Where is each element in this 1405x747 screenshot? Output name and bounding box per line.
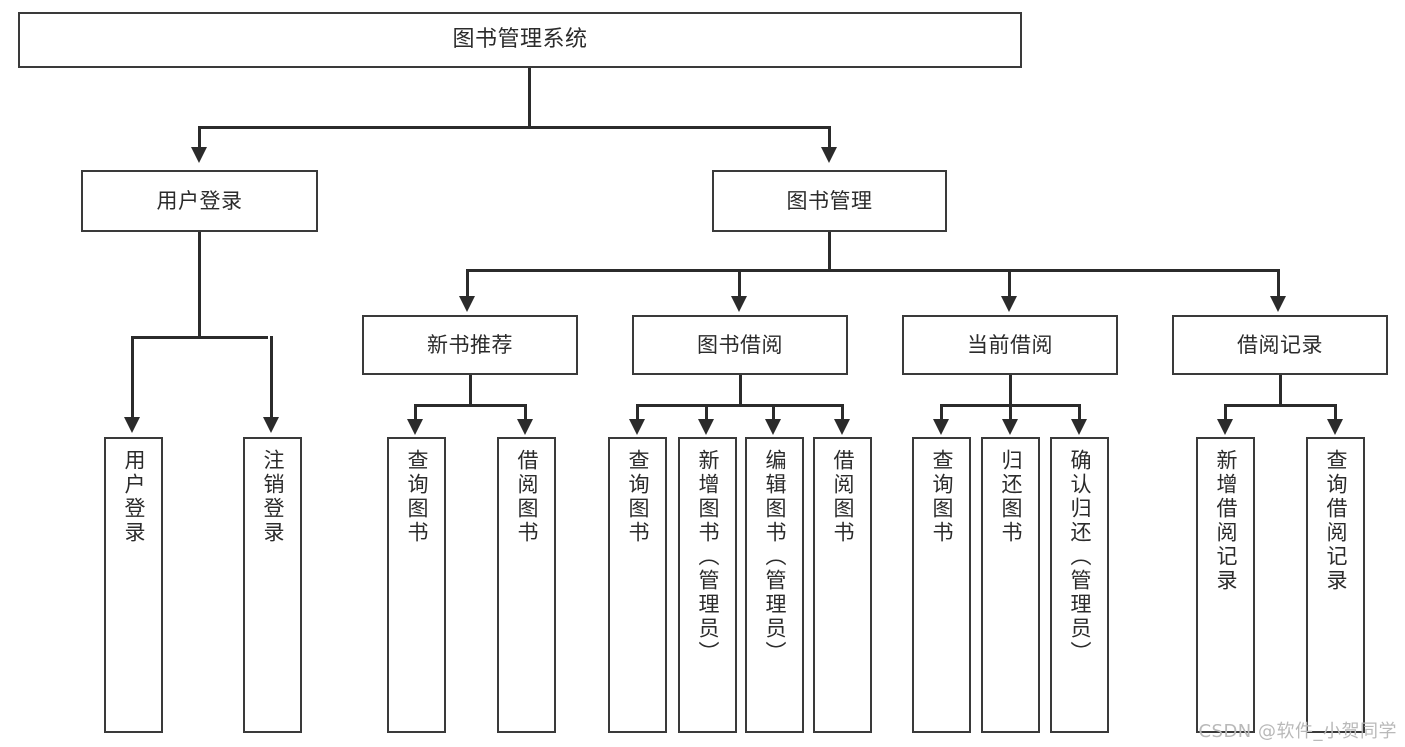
arrowhead-bookborrow-leaf-2 xyxy=(698,419,714,435)
leaf-book-borrow-1[interactable]: 查询图书 xyxy=(608,437,667,733)
connector-bookborrow-bus xyxy=(636,404,844,407)
leaf-current-borrow-1[interactable]: 查询图书 xyxy=(912,437,971,733)
leaf-label: 查询借阅记录 xyxy=(1323,449,1348,593)
connector-bookborrow-drop-1 xyxy=(636,404,639,420)
arrowhead-borrowrecord-leaf-1 xyxy=(1217,419,1233,435)
connector-userlogin-bus xyxy=(131,336,268,339)
leaf-current-borrow-3[interactable]: 确认归还（管理员） xyxy=(1050,437,1109,733)
arrowhead-bookborrow-leaf-3 xyxy=(765,419,781,435)
arrowhead-currentborrow-leaf-3 xyxy=(1071,419,1087,435)
connector-bookmanage-drop-2 xyxy=(738,269,741,297)
leaf-label: 确认归还（管理员） xyxy=(1067,449,1092,665)
connector-newbook-drop-2 xyxy=(524,404,527,420)
node-book-borrow[interactable]: 图书借阅 xyxy=(632,315,848,375)
arrowhead-to-new-book-recommend xyxy=(459,296,475,312)
leaf-label: 新增图书（管理员） xyxy=(695,449,720,665)
connector-borrowrecord-stem xyxy=(1279,375,1282,407)
csdn-watermark: CSDN @软件_小贺同学 xyxy=(1198,721,1397,742)
arrowhead-to-book-borrow xyxy=(731,296,747,312)
leaf-borrow-record-2[interactable]: 查询借阅记录 xyxy=(1306,437,1365,733)
leaf-user-login-1[interactable]: 用户登录 xyxy=(104,437,163,733)
node-label: 用户登录 xyxy=(156,188,243,213)
arrowhead-bookborrow-leaf-4 xyxy=(834,419,850,435)
arrowhead-userlogin-leaf-2 xyxy=(263,417,279,433)
connector-newbook-bus xyxy=(414,404,527,407)
arrowhead-root-to-book-manage xyxy=(821,147,837,163)
leaf-label: 用户登录 xyxy=(121,449,146,545)
leaf-label: 查询图书 xyxy=(929,449,954,545)
leaf-book-borrow-2[interactable]: 新增图书（管理员） xyxy=(678,437,737,733)
connector-root-drop-2 xyxy=(828,126,831,148)
node-root-system[interactable]: 图书管理系统 xyxy=(18,12,1022,68)
node-label: 借阅记录 xyxy=(1237,332,1323,357)
node-user-login[interactable]: 用户登录 xyxy=(81,170,318,232)
arrowhead-userlogin-leaf-1 xyxy=(124,417,140,433)
connector-bookborrow-drop-2 xyxy=(705,404,708,420)
connector-root-bus xyxy=(198,126,831,129)
leaf-borrow-record-1[interactable]: 新增借阅记录 xyxy=(1196,437,1255,733)
leaf-new-book-recommend-2[interactable]: 借阅图书 xyxy=(497,437,556,733)
node-new-book-recommend[interactable]: 新书推荐 xyxy=(362,315,578,375)
connector-bookmanage-drop-3 xyxy=(1008,269,1011,297)
leaf-label: 查询图书 xyxy=(625,449,650,545)
arrowhead-to-borrow-record xyxy=(1270,296,1286,312)
node-current-borrow[interactable]: 当前借阅 xyxy=(902,315,1118,375)
arrowhead-newbook-leaf-1 xyxy=(407,419,423,435)
leaf-current-borrow-2[interactable]: 归还图书 xyxy=(981,437,1040,733)
leaf-label: 新增借阅记录 xyxy=(1213,449,1238,593)
arrowhead-currentborrow-leaf-2 xyxy=(1002,419,1018,435)
connector-bookmanage-drop-1 xyxy=(466,269,469,297)
connector-bookborrow-drop-4 xyxy=(841,404,844,420)
connector-currentborrow-drop-2 xyxy=(1009,404,1012,420)
connector-userlogin-drop-1 xyxy=(131,336,134,418)
connector-currentborrow-drop-3 xyxy=(1078,404,1081,420)
arrowhead-newbook-leaf-2 xyxy=(517,419,533,435)
connector-borrowrecord-drop-2 xyxy=(1334,404,1337,420)
connector-bookborrow-drop-3 xyxy=(772,404,775,420)
connector-newbook-drop-1 xyxy=(414,404,417,420)
node-borrow-record[interactable]: 借阅记录 xyxy=(1172,315,1388,375)
node-label: 当前借阅 xyxy=(967,332,1053,357)
connector-currentborrow-stem xyxy=(1009,375,1012,407)
arrowhead-borrowrecord-leaf-2 xyxy=(1327,419,1343,435)
connector-borrowrecord-bus xyxy=(1224,404,1337,407)
connector-newbook-stem xyxy=(469,375,472,407)
connector-bookmanage-drop-4 xyxy=(1277,269,1280,297)
connector-currentborrow-drop-1 xyxy=(940,404,943,420)
connector-bookmanage-stem xyxy=(828,232,831,272)
connector-root-stem xyxy=(528,68,531,128)
node-label: 图书管理 xyxy=(786,188,873,213)
leaf-label: 编辑图书（管理员） xyxy=(762,449,787,665)
arrowhead-currentborrow-leaf-1 xyxy=(933,419,949,435)
connector-userlogin-drop-2 xyxy=(270,336,273,418)
leaf-label: 查询图书 xyxy=(404,449,429,545)
leaf-label: 注销登录 xyxy=(260,449,285,545)
node-label: 图书管理系统 xyxy=(452,27,588,53)
leaf-label: 借阅图书 xyxy=(830,449,855,545)
connector-bookborrow-stem xyxy=(739,375,742,407)
connector-root-drop-1 xyxy=(198,126,201,148)
arrowhead-root-to-user-login xyxy=(191,147,207,163)
connector-bookmanage-bus xyxy=(466,269,1280,272)
leaf-book-borrow-4[interactable]: 借阅图书 xyxy=(813,437,872,733)
leaf-book-borrow-3[interactable]: 编辑图书（管理员） xyxy=(745,437,804,733)
node-label: 图书借阅 xyxy=(697,332,783,357)
arrowhead-bookborrow-leaf-1 xyxy=(629,419,645,435)
connector-userlogin-stem xyxy=(198,232,201,338)
leaf-label: 借阅图书 xyxy=(514,449,539,545)
node-label: 新书推荐 xyxy=(427,332,513,357)
arrowhead-to-current-borrow xyxy=(1001,296,1017,312)
leaf-user-login-2[interactable]: 注销登录 xyxy=(243,437,302,733)
leaf-label: 归还图书 xyxy=(998,449,1023,545)
leaf-new-book-recommend-1[interactable]: 查询图书 xyxy=(387,437,446,733)
connector-borrowrecord-drop-1 xyxy=(1224,404,1227,420)
node-book-manage[interactable]: 图书管理 xyxy=(712,170,947,232)
